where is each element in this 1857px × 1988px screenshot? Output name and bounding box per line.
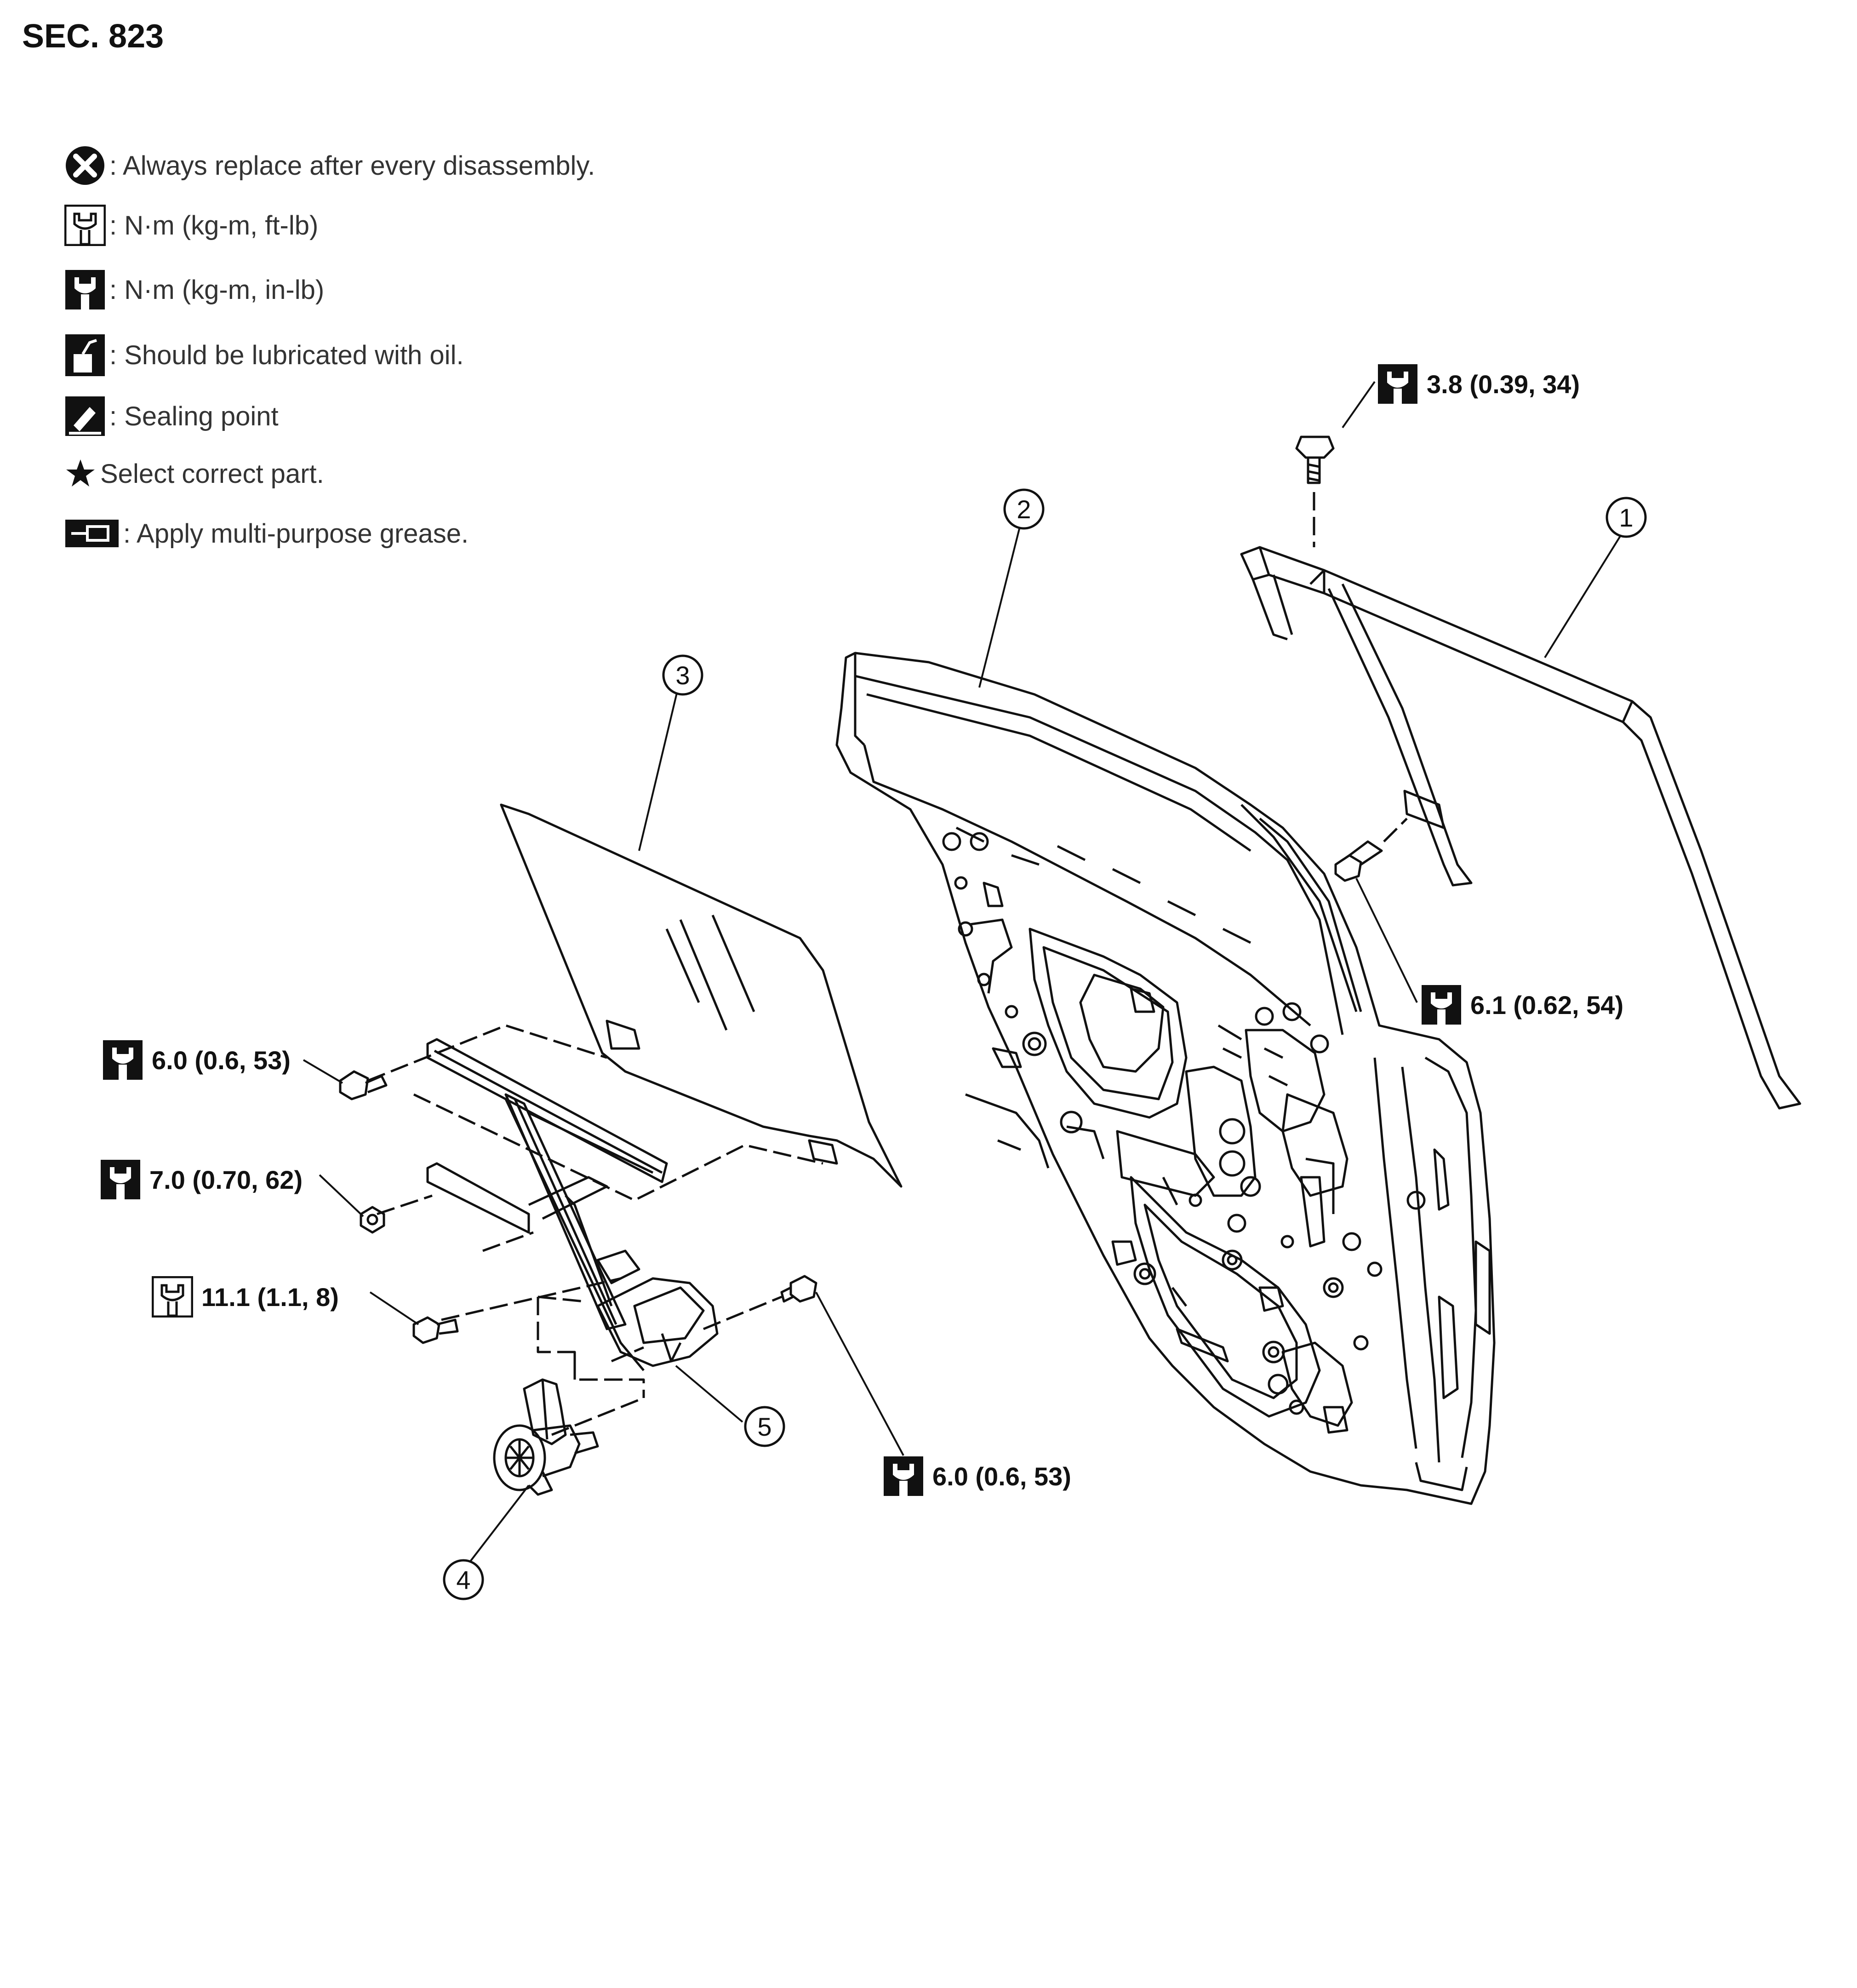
legend-oil: : Should be lubricated with oil.: [64, 333, 464, 377]
oil-can-icon: [65, 334, 105, 376]
torque-label-regulator-nut: 7.0 (0.70, 62): [100, 1159, 303, 1200]
legend-text: : Apply multi-purpose grease.: [123, 518, 469, 549]
window-motor: [493, 1378, 599, 1496]
torque-value: 6.0 (0.6, 53): [152, 1045, 291, 1075]
torque-in-lb-icon: [884, 1456, 923, 1496]
legend-text: : N·m (kg-m, ft-lb): [109, 210, 319, 241]
torque-label-regulator-lower: 11.1 (1.1, 8): [152, 1276, 339, 1318]
torque-value: 6.0 (0.6, 53): [932, 1461, 1071, 1491]
assembly-guide-lines: [367, 1024, 823, 1436]
legend-text: : Should be lubricated with oil.: [109, 340, 464, 370]
torque-label-sash-upper: 3.8 (0.39, 34): [1377, 363, 1580, 405]
torque-in-lb-icon: [101, 1160, 140, 1199]
torque-value: 11.1 (1.1, 8): [201, 1282, 339, 1312]
torque-label-regulator-upper: 6.0 (0.6, 53): [102, 1039, 291, 1081]
sash-upper-bolt: [1295, 435, 1335, 547]
callout-4: 4: [456, 1565, 470, 1594]
legend-text: : N·m (kg-m, in-lb): [109, 275, 325, 305]
torque-label-sash-lower: 6.1 (0.62, 54): [1421, 984, 1623, 1026]
legend-text: Select correct part.: [100, 458, 324, 489]
legend-torque-in-lb: : N·m (kg-m, in-lb): [64, 269, 324, 310]
legend-text: : Sealing point: [109, 401, 279, 431]
legend-sealing: : Sealing point: [64, 395, 279, 437]
torque-in-lb-icon: [103, 1040, 143, 1080]
door-glass: [500, 803, 903, 1188]
leader-lines: [303, 381, 1627, 1570]
legend-always-replace: : Always replace after every disassembly…: [64, 145, 595, 186]
legend-grease: : Apply multi-purpose grease.: [64, 517, 469, 550]
callout-3: 3: [675, 661, 690, 690]
torque-ft-lb-icon: [64, 205, 106, 246]
sealing-point-icon: [65, 396, 105, 436]
window-regulator: [426, 1038, 719, 1371]
section-number: SEC. 823: [22, 18, 164, 55]
door-sash: [1240, 546, 1801, 1110]
door-panel: [835, 652, 1496, 1505]
legend-text: : Always replace after every disassembly…: [109, 150, 595, 181]
door-panel-holes: [942, 832, 1426, 1415]
torque-value: 6.1 (0.62, 54): [1470, 990, 1624, 1020]
callout-2: 2: [1017, 495, 1031, 524]
callout-circles: [443, 488, 1647, 1600]
regulator-bolt-lower: [412, 1316, 459, 1344]
torque-value: 7.0 (0.70, 62): [149, 1165, 303, 1194]
star-icon: [66, 459, 95, 487]
callout-5: 5: [757, 1412, 771, 1441]
torque-value: 3.8 (0.39, 34): [1427, 369, 1580, 399]
torque-ft-lb-icon: [152, 1276, 193, 1318]
always-replace-icon: [66, 146, 104, 185]
torque-in-lb-icon: [1378, 364, 1417, 404]
regulator-bolt-right: [780, 1275, 817, 1303]
torque-in-lb-icon: [1422, 985, 1461, 1025]
callout-1: 1: [1619, 503, 1633, 532]
torque-in-lb-icon: [65, 270, 105, 309]
torque-label-regulator-right: 6.0 (0.6, 53): [883, 1455, 1071, 1497]
legend-torque-ft-lb: : N·m (kg-m, ft-lb): [64, 205, 318, 246]
sash-lower-bolt: [1334, 818, 1408, 882]
legend-select-part: Select correct part.: [64, 458, 324, 490]
regulator-bolt-upper: [339, 1070, 388, 1100]
grease-icon: [65, 520, 119, 547]
regulator-nut: [360, 1206, 385, 1234]
